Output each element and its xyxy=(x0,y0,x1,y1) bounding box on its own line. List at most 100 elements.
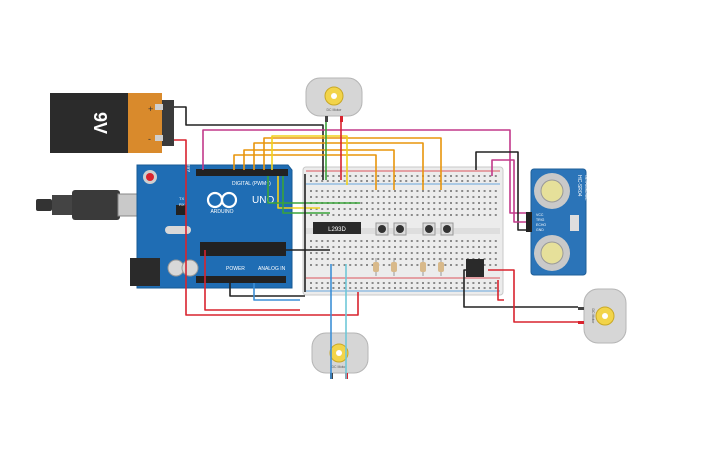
breadboard-hole[interactable] xyxy=(399,258,402,260)
breadboard-hole[interactable] xyxy=(455,175,458,177)
breadboard-hole[interactable] xyxy=(332,264,335,266)
breadboard-hole[interactable] xyxy=(366,282,368,284)
breadboard-hole[interactable] xyxy=(399,214,402,216)
breadboard-hole[interactable] xyxy=(315,175,318,177)
breadboard-hole[interactable] xyxy=(483,246,486,248)
battery-9v[interactable]: 9V + - xyxy=(50,93,174,153)
breadboard-hole[interactable] xyxy=(466,202,469,204)
breadboard-hole[interactable] xyxy=(326,264,329,266)
breadboard-hole[interactable] xyxy=(315,258,318,260)
breadboard-hole[interactable] xyxy=(366,190,368,192)
breadboard-hole[interactable] xyxy=(433,282,436,284)
breadboard-hole[interactable] xyxy=(315,246,318,248)
breadboard-hole[interactable] xyxy=(422,202,424,204)
breadboard-hole[interactable] xyxy=(494,196,497,198)
breadboard-hole[interactable] xyxy=(388,282,391,284)
breadboard-hole[interactable] xyxy=(444,240,447,242)
breadboard-hole[interactable] xyxy=(494,264,497,266)
breadboard-hole[interactable] xyxy=(399,246,402,248)
breadboard-hole[interactable] xyxy=(438,190,441,192)
breadboard-hole[interactable] xyxy=(349,258,352,260)
breadboard-hole[interactable] xyxy=(310,246,312,248)
breadboard-hole[interactable] xyxy=(371,264,374,266)
breadboard-hole[interactable] xyxy=(360,180,363,182)
breadboard-hole[interactable] xyxy=(450,246,452,248)
breadboard-hole[interactable] xyxy=(489,214,492,216)
motor-bottom[interactable]: DC Motor xyxy=(311,332,369,379)
breadboard-hole[interactable] xyxy=(461,252,464,254)
breadboard-hole[interactable] xyxy=(461,246,464,248)
breadboard-hole[interactable] xyxy=(489,246,492,248)
breadboard-hole[interactable] xyxy=(332,240,335,242)
breadboard-hole[interactable] xyxy=(461,202,464,204)
breadboard-hole[interactable] xyxy=(338,175,340,177)
motor-top[interactable]: DC Motor xyxy=(305,77,363,122)
breadboard-hole[interactable] xyxy=(354,175,357,177)
breadboard-hole[interactable] xyxy=(332,180,335,182)
breadboard-hole[interactable] xyxy=(405,208,408,210)
breadboard-hole[interactable] xyxy=(310,282,312,284)
breadboard-hole[interactable] xyxy=(354,282,357,284)
breadboard-hole[interactable] xyxy=(438,180,441,182)
breadboard-hole[interactable] xyxy=(377,246,380,248)
breadboard-hole[interactable] xyxy=(371,214,374,216)
breadboard-hole[interactable] xyxy=(343,246,346,248)
breadboard-hole[interactable] xyxy=(433,240,436,242)
breadboard-hole[interactable] xyxy=(349,282,352,284)
breadboard-hole[interactable] xyxy=(338,282,340,284)
breadboard-hole[interactable] xyxy=(472,246,475,248)
breadboard-hole[interactable] xyxy=(354,252,357,254)
breadboard-hole[interactable] xyxy=(444,282,447,284)
breadboard-hole[interactable] xyxy=(360,175,363,177)
breadboard-hole[interactable] xyxy=(382,196,385,198)
breadboard-hole[interactable] xyxy=(326,175,329,177)
breadboard-hole[interactable] xyxy=(354,240,357,242)
breadboard-hole[interactable] xyxy=(433,258,436,260)
breadboard-hole[interactable] xyxy=(338,264,340,266)
breadboard-hole[interactable] xyxy=(410,208,413,210)
breadboard-hole[interactable] xyxy=(388,180,391,182)
breadboard-hole[interactable] xyxy=(326,252,329,254)
breadboard-hole[interactable] xyxy=(315,282,318,284)
breadboard-hole[interactable] xyxy=(310,240,312,242)
breadboard-hole[interactable] xyxy=(466,282,469,284)
breadboard-hole[interactable] xyxy=(366,264,368,266)
breadboard-hole[interactable] xyxy=(422,214,424,216)
breadboard-hole[interactable] xyxy=(394,208,396,210)
breadboard-hole[interactable] xyxy=(472,287,475,289)
breadboard-hole[interactable] xyxy=(360,202,363,204)
breadboard-hole[interactable] xyxy=(366,246,368,248)
breadboard-hole[interactable] xyxy=(455,264,458,266)
breadboard-hole[interactable] xyxy=(388,287,391,289)
breadboard-hole[interactable] xyxy=(466,196,469,198)
breadboard-hole[interactable] xyxy=(422,252,424,254)
breadboard-hole[interactable] xyxy=(382,180,385,182)
breadboard-hole[interactable] xyxy=(455,180,458,182)
breadboard-hole[interactable] xyxy=(433,287,436,289)
breadboard-hole[interactable] xyxy=(371,252,374,254)
breadboard-hole[interactable] xyxy=(326,258,329,260)
breadboard-hole[interactable] xyxy=(472,214,475,216)
breadboard-hole[interactable] xyxy=(310,196,312,198)
breadboard-hole[interactable] xyxy=(405,175,408,177)
breadboard-hole[interactable] xyxy=(427,208,430,210)
breadboard-hole[interactable] xyxy=(489,252,492,254)
breadboard-hole[interactable] xyxy=(433,264,436,266)
breadboard-hole[interactable] xyxy=(360,208,363,210)
breadboard-hole[interactable] xyxy=(394,196,396,198)
breadboard-hole[interactable] xyxy=(343,264,346,266)
breadboard-hole[interactable] xyxy=(399,180,402,182)
breadboard-hole[interactable] xyxy=(338,214,340,216)
breadboard-hole[interactable] xyxy=(349,252,352,254)
breadboard-hole[interactable] xyxy=(483,214,486,216)
breadboard-hole[interactable] xyxy=(321,214,324,216)
breadboard-hole[interactable] xyxy=(455,202,458,204)
breadboard-hole[interactable] xyxy=(354,214,357,216)
breadboard-hole[interactable] xyxy=(416,202,419,204)
breadboard-hole[interactable] xyxy=(405,264,408,266)
breadboard-hole[interactable] xyxy=(382,246,385,248)
breadboard-hole[interactable] xyxy=(349,246,352,248)
breadboard-hole[interactable] xyxy=(321,264,324,266)
breadboard-hole[interactable] xyxy=(326,287,329,289)
breadboard-hole[interactable] xyxy=(483,196,486,198)
